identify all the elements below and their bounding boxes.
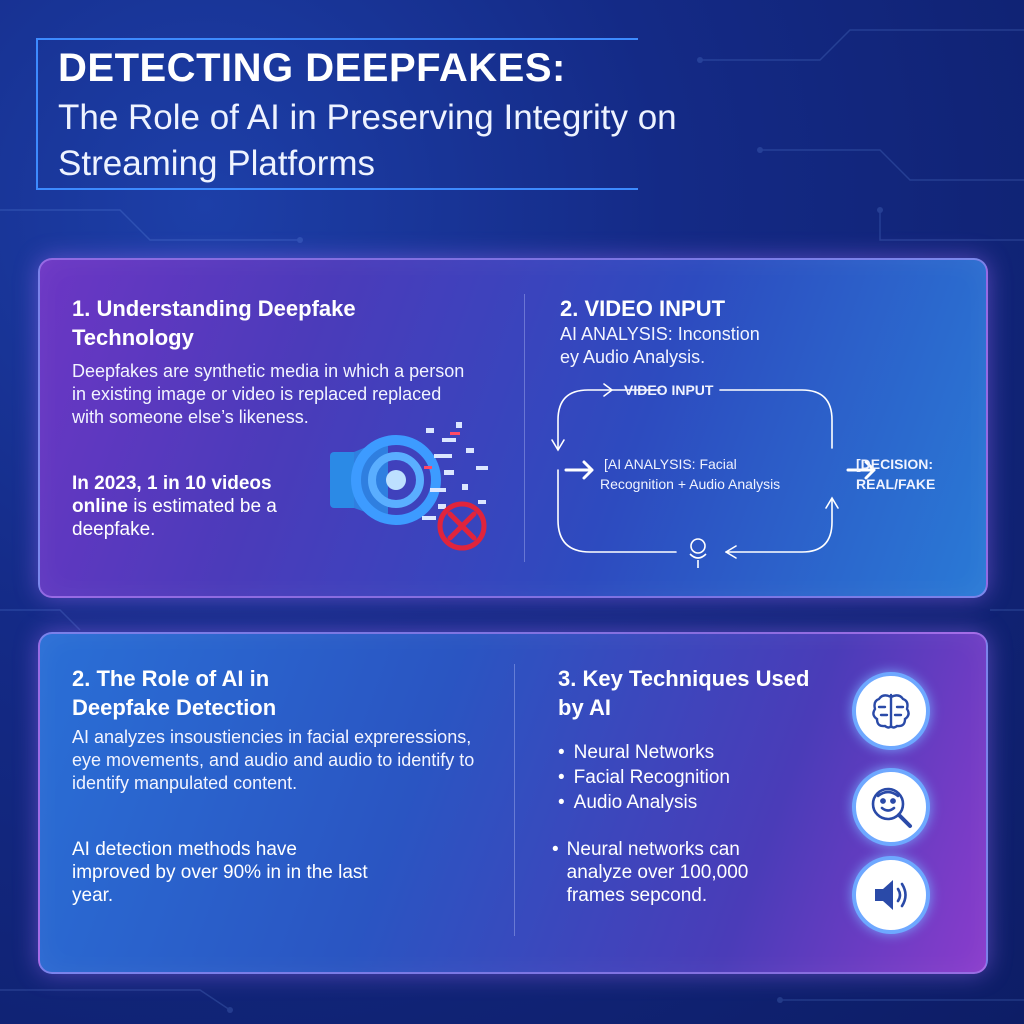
glitch-camera-icon	[330, 422, 488, 551]
flow-analysis-label-1: [AI ANALYSIS: Facial	[604, 456, 737, 472]
video-input-subheading-2: ey Audio Analysis.	[560, 347, 706, 367]
page-subtitle: The Role of AI in Preserving Integrity o…	[58, 98, 677, 183]
understanding-heading: 1. Understanding Deepfake Technology	[72, 296, 356, 350]
panel-divider	[524, 294, 525, 562]
speaker-icon	[875, 880, 907, 910]
page-title: DETECTING DEEPFAKES:	[58, 46, 566, 90]
deepfake-stat-rest: is estimated be a deepfake.	[72, 496, 277, 540]
face-search-icon	[871, 787, 912, 828]
ai-role-description: AI analyzes insoustiencies in facial exp…	[72, 727, 475, 793]
ai-role-heading: 2. The Role of AI in Deepfake Detection	[72, 666, 277, 720]
deepfake-stat: In 2023, 1 in 10 videos online is estima…	[72, 472, 322, 541]
note-text: Neural networks can analyze over 100,000…	[566, 839, 749, 906]
microphone-icon	[689, 538, 707, 568]
key-techniques-heading: 3. Key Techniques Used by AI	[558, 666, 810, 720]
neural-network-note: • Neural networks can analyze over 100,0…	[552, 838, 802, 907]
list-item: Neural Networks	[558, 740, 730, 765]
face-search-icon-badge	[852, 768, 930, 846]
panel-understanding: 1. Understanding Deepfake Technology Dee…	[38, 258, 988, 598]
flow-decision-label-2: REAL/FAKE	[856, 476, 936, 492]
techniques-list: Neural Networks Facial Recognition Audio…	[558, 740, 730, 815]
video-input-heading: 2. VIDEO INPUT	[560, 296, 726, 321]
brain-icon	[872, 693, 910, 729]
ai-improvement-stat: AI detection methods have improved by ov…	[72, 839, 368, 906]
note-bullet-icon: •	[552, 839, 559, 860]
analysis-flow-diagram	[551, 383, 876, 568]
panel-divider	[514, 664, 515, 936]
video-input-subheading-1: AI ANALYSIS: Inconstion	[560, 324, 760, 344]
flow-video-input-label: VIDEO INPUT	[624, 382, 714, 398]
flow-decision-label-1: [DECISION:	[856, 456, 933, 472]
understanding-description: Deepfakes are synthetic media in which a…	[72, 361, 465, 427]
panel-ai-detection: 2. The Role of AI in Deepfake Detection …	[38, 632, 988, 974]
flow-analysis-label-2: Recognition + Audio Analysis	[600, 476, 781, 492]
speaker-icon-badge	[852, 856, 930, 934]
title-frame	[36, 38, 638, 190]
list-item: Audio Analysis	[558, 790, 730, 815]
brain-icon-badge	[852, 672, 930, 750]
list-item: Facial Recognition	[558, 765, 730, 790]
deepfake-stat-bold: In 2023, 1 in 10 videos online	[72, 473, 272, 517]
